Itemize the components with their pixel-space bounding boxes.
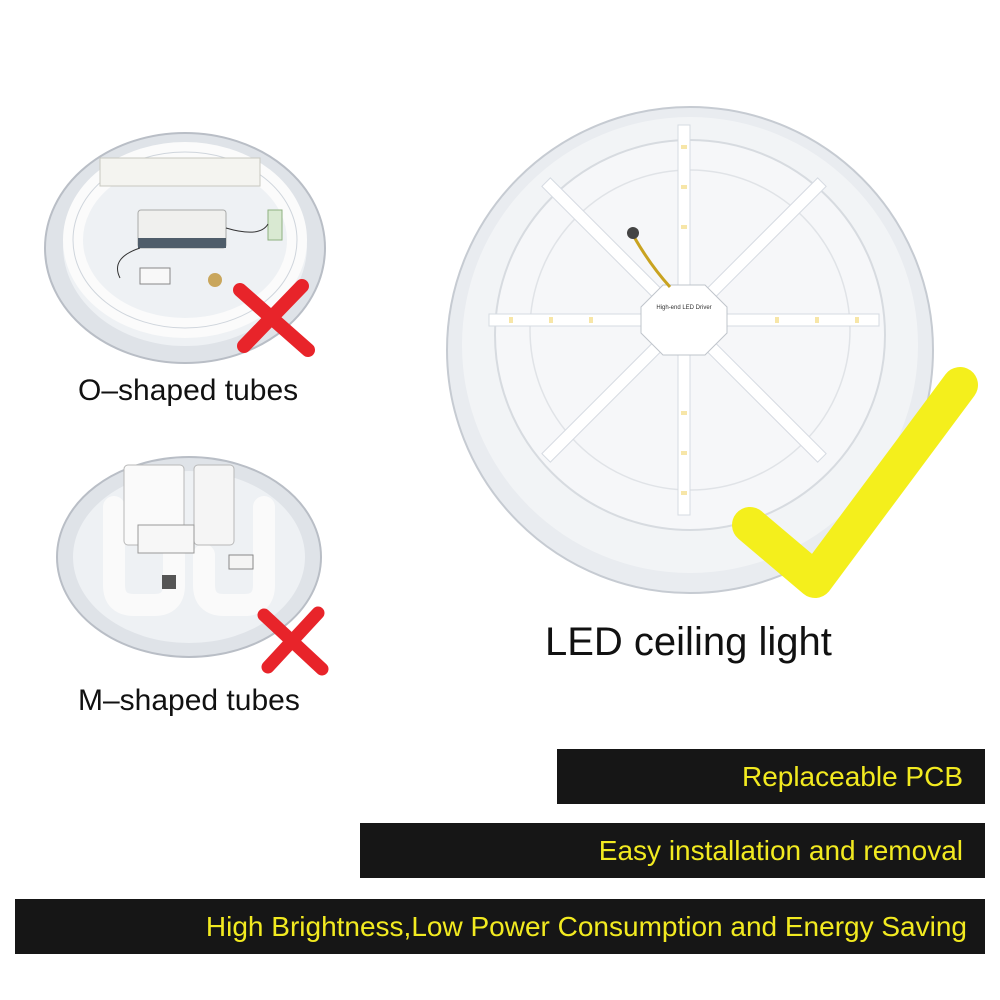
banner-label: Easy installation and removal <box>598 834 963 866</box>
cross-icon <box>257 606 329 676</box>
banner-label: High Brightness,Low Power Consumption an… <box>205 910 967 942</box>
banner-easy-installation: Easy installation and removal <box>360 823 985 878</box>
o-tube-fixture <box>40 128 330 368</box>
banner-label: Replaceable PCB <box>741 760 963 792</box>
o-tube-caption: O–shaped tubes <box>78 374 299 407</box>
checkmark-icon <box>732 367 978 598</box>
led-fixture: High-end LED Driver <box>445 105 985 605</box>
m-tube-caption: M–shaped tubes <box>78 684 300 717</box>
led-caption: LED ceiling light <box>545 620 832 664</box>
led-driver-label: High-end LED Driver <box>656 305 712 311</box>
banner-replaceable-pcb: Replaceable PCB <box>557 749 985 804</box>
m-tube-photo <box>56 456 322 658</box>
led-photo <box>446 106 934 594</box>
banner-energy-saving: High Brightness,Low Power Consumption an… <box>15 899 985 954</box>
m-tube-fixture <box>54 455 329 676</box>
cross-icon <box>233 279 315 357</box>
